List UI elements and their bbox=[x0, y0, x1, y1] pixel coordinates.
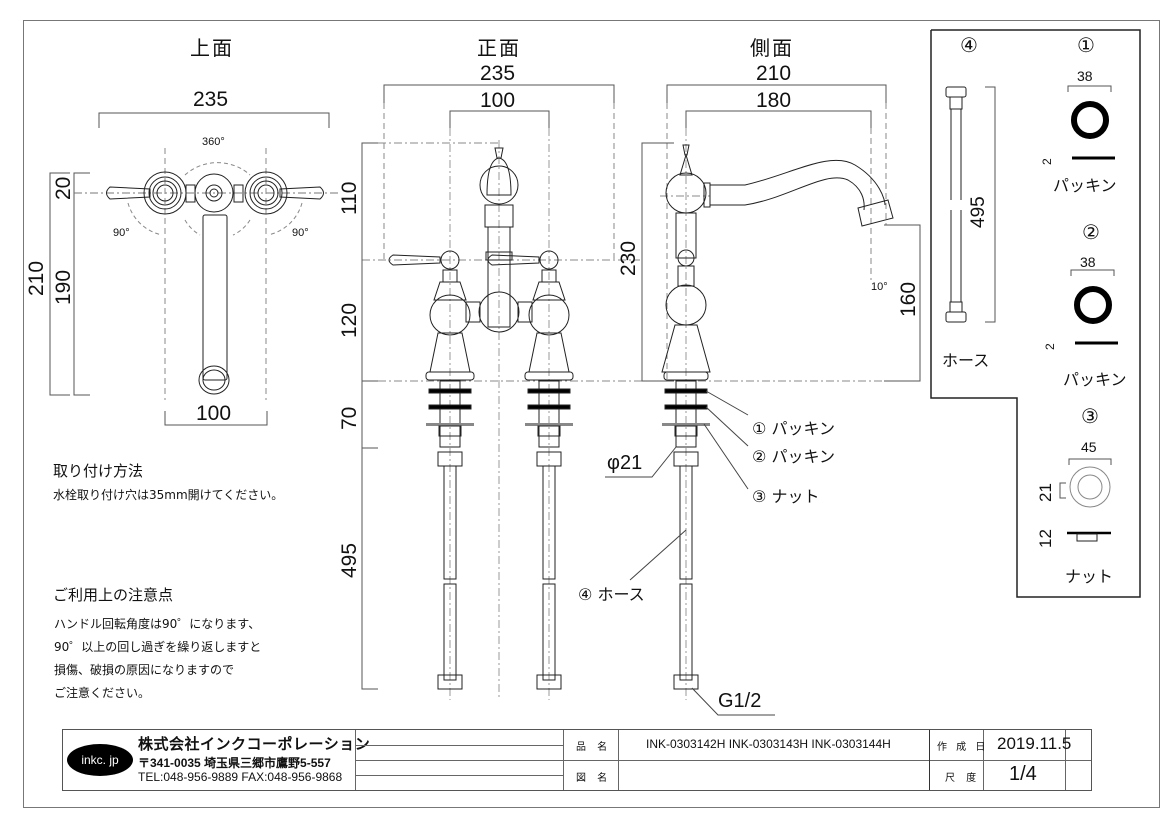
front-upper-height-dim: 110 bbox=[338, 181, 361, 215]
front-shank-dim: 70 bbox=[338, 406, 361, 430]
part-1-number: ① bbox=[1077, 33, 1095, 57]
parts-panel bbox=[930, 29, 1141, 598]
callout-hose: ④ ホース bbox=[578, 585, 645, 604]
company-address: 〒341-0035 埼玉県三郷市鷹野5-557 bbox=[138, 756, 331, 770]
install-heading: 取り付け方法 bbox=[53, 462, 144, 480]
part-3-inner: 21 bbox=[1036, 483, 1055, 502]
part-4-number: ④ bbox=[960, 33, 978, 57]
caution-line: 90゜以上の回し過ぎを繰り返しますと bbox=[54, 640, 262, 654]
top-width-dim: 235 bbox=[193, 88, 229, 111]
company-logo: inkc. jp bbox=[67, 744, 133, 776]
part-1-thickness: 2 bbox=[1040, 158, 1054, 165]
title-block: inkc. jp 株式会社インクコーポレーション 〒341-0035 埼玉県三郷… bbox=[62, 729, 1092, 791]
divider bbox=[929, 730, 930, 790]
part-2-number: ② bbox=[1082, 220, 1100, 244]
part-2-name: パッキン bbox=[1063, 370, 1127, 389]
part-1-name: パッキン bbox=[1053, 176, 1117, 195]
callout-nut: ③ ナット bbox=[752, 487, 820, 506]
part-2-thickness: 2 bbox=[1043, 343, 1057, 350]
spout-height-dim: 160 bbox=[897, 281, 920, 317]
drawing-name-label: 図 名 bbox=[576, 773, 612, 784]
spout-rotation-angle: 360° bbox=[202, 136, 225, 148]
top-depth-upper-dim: 20 bbox=[52, 176, 75, 200]
divider bbox=[355, 745, 563, 746]
caution-line: ご注意ください。 bbox=[54, 686, 151, 700]
part-2-diameter: 38 bbox=[1080, 254, 1096, 270]
divider bbox=[1065, 730, 1066, 790]
top-spacing-dim: 100 bbox=[196, 402, 232, 425]
divider bbox=[355, 775, 563, 776]
top-depth-lower-dim: 190 bbox=[52, 269, 75, 305]
top-view-title: 上面 bbox=[190, 36, 234, 60]
product-name-value: INK-0303142H INK-0303143H INK-0303144H bbox=[646, 737, 891, 751]
divider bbox=[563, 760, 1091, 761]
part-4-name: ホース bbox=[942, 351, 990, 370]
total-height-dim: 230 bbox=[617, 240, 640, 276]
drawing-frame bbox=[23, 20, 1160, 808]
part-1-diameter: 38 bbox=[1077, 68, 1093, 84]
right-handle-angle: 90° bbox=[292, 227, 309, 239]
product-name-label: 品 名 bbox=[576, 742, 612, 753]
callout-packing-2: ② パッキン bbox=[752, 447, 835, 466]
part-3-diameter: 45 bbox=[1081, 439, 1097, 455]
front-width-dim: 235 bbox=[480, 62, 516, 85]
left-handle-angle: 90° bbox=[113, 227, 130, 239]
top-view-drawing bbox=[49, 112, 340, 426]
date-label: 作 成 日 bbox=[937, 742, 989, 753]
install-text: 水栓取り付け穴は35mm開けてください。 bbox=[53, 488, 284, 502]
spout-angle: 10° bbox=[871, 281, 888, 293]
side-view-title: 側面 bbox=[750, 36, 794, 60]
company-contact: TEL:048-956-9889 FAX:048-956-9868 bbox=[138, 770, 343, 784]
divider bbox=[983, 730, 984, 790]
divider bbox=[355, 760, 563, 761]
thread-diameter: φ21 bbox=[607, 452, 643, 474]
front-spacing-dim: 100 bbox=[480, 89, 516, 112]
connection-spec: G1/2 bbox=[718, 690, 762, 712]
part-3-name: ナット bbox=[1065, 567, 1114, 586]
side-reach-total-dim: 210 bbox=[756, 62, 792, 85]
front-view-title: 正面 bbox=[477, 36, 521, 60]
callout-packing-1: ① パッキン bbox=[752, 419, 835, 438]
caution-line: 損傷、破損の原因になりますので bbox=[54, 663, 235, 677]
front-lower-height-dim: 120 bbox=[338, 302, 361, 338]
date-value: 2019.11.5 bbox=[997, 734, 1072, 753]
company-name: 株式会社インクコーポレーション bbox=[138, 735, 371, 753]
part-4-length: 495 bbox=[968, 196, 989, 228]
scale-label: 尺 度 bbox=[945, 773, 981, 784]
front-view-drawing bbox=[361, 84, 920, 700]
caution-heading: ご利用上の注意点 bbox=[53, 586, 174, 604]
caution-line: ハンドル回転角度は90゜になります、 bbox=[54, 617, 261, 631]
top-depth-total-dim: 210 bbox=[25, 260, 48, 296]
part-3-number: ③ bbox=[1081, 404, 1099, 428]
part-3-thickness: 12 bbox=[1036, 529, 1055, 548]
scale-value: 1/4 bbox=[1009, 763, 1037, 785]
front-hose-dim: 495 bbox=[338, 542, 361, 578]
side-view-drawing bbox=[605, 84, 921, 716]
side-reach-spout-dim: 180 bbox=[756, 89, 792, 112]
